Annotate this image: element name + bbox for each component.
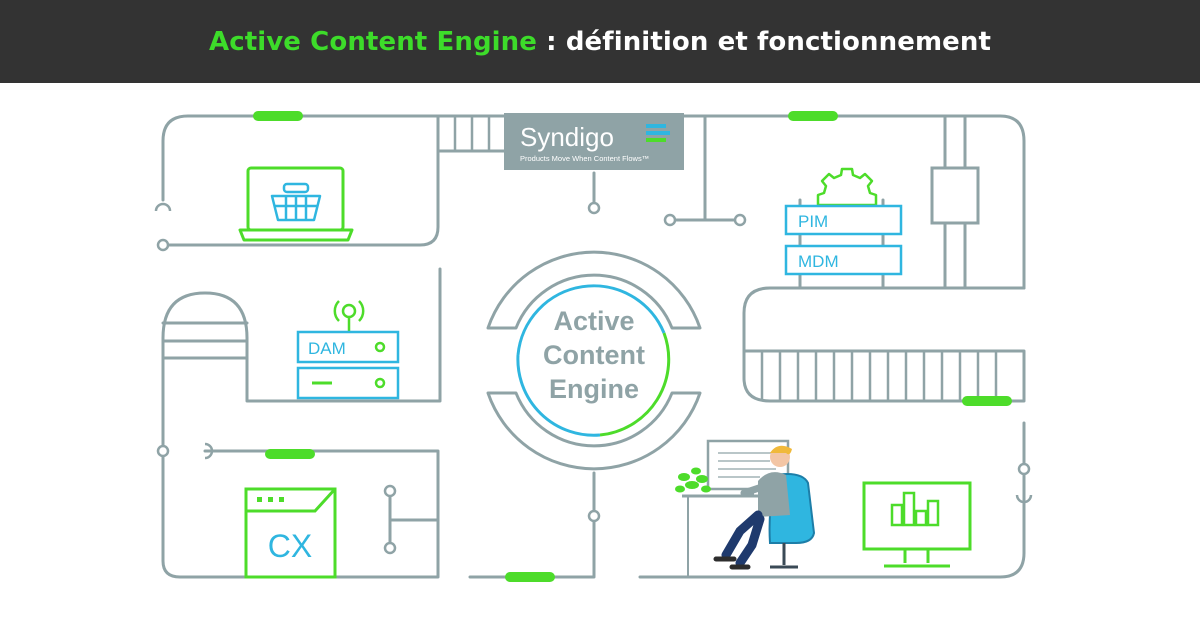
cx-window: CX (244, 487, 337, 579)
node-dots (156, 201, 1031, 555)
line-top-left (161, 114, 507, 202)
plant-icon (675, 467, 711, 493)
line-center-bottom (468, 471, 596, 579)
engine-core: Active Content Engine (486, 250, 702, 471)
engine-label-1: Active (553, 306, 634, 336)
dam-server: DAM (296, 300, 400, 400)
dam-label: DAM (308, 339, 346, 358)
bus-junction-box (930, 166, 980, 225)
line-top-right (681, 114, 1026, 290)
line-left-mid (161, 267, 442, 453)
cx-label: CX (268, 528, 312, 564)
page-title: Active Content Engine : définition et fo… (209, 27, 991, 57)
pim-label: PIM (798, 212, 828, 231)
monitor-icon (862, 481, 972, 568)
title-highlight: Active Content Engine (208, 26, 538, 57)
dam-led-1 (374, 341, 386, 353)
shopping-basket-icon (270, 182, 322, 222)
node-half-rings (154, 202, 1033, 504)
engine-label-2: Content (543, 340, 645, 370)
title-banner: Active Content Engine : définition et fo… (0, 0, 1200, 83)
green-pills (253, 111, 1012, 582)
line-right-branch (668, 114, 742, 222)
diagram-canvas: Syndigo Products Move When Content Flows… (0, 83, 1200, 628)
engine-label-3: Engine (549, 374, 639, 404)
dome-stripes (161, 321, 249, 360)
logo-brand: Syndigo (520, 122, 614, 152)
title-rest: : définition et fonctionnement (537, 26, 992, 57)
ace-diagram: Syndigo Products Move When Content Flows… (154, 111, 1033, 582)
gear-icon (816, 167, 878, 207)
bar-chart-icon (890, 491, 940, 527)
person-at-desk-icon (675, 439, 816, 577)
logo-mark-icon (646, 124, 670, 142)
line-left-bottom (161, 449, 440, 579)
dam-led-2 (374, 377, 386, 389)
line-right-loop (742, 286, 1026, 403)
logo-tagline: Products Move When Content Flows™ (520, 154, 649, 163)
antenna-icon (333, 300, 365, 332)
line-bottom-right (638, 421, 1026, 579)
syndigo-logo: Syndigo Products Move When Content Flows… (504, 113, 684, 170)
line-cx-branch (388, 489, 440, 550)
mdm-label: MDM (798, 252, 839, 271)
hatch-bars (453, 116, 998, 401)
pim-mdm-stack: PIM MDM (784, 167, 903, 276)
line-laptop-base (161, 114, 440, 247)
